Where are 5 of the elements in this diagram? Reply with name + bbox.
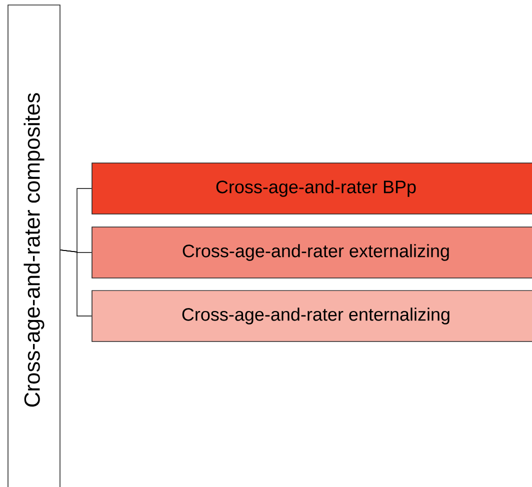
vertical-label-box: Cross-age-and-rater composites: [8, 4, 60, 487]
category-box: Cross-age-and-rater externalizing: [92, 226, 532, 278]
category-box: Cross-age-and-rater BPp: [92, 162, 532, 214]
connector: [60, 250, 92, 316]
category-box: Cross-age-and-rater enternalizing: [92, 290, 532, 342]
